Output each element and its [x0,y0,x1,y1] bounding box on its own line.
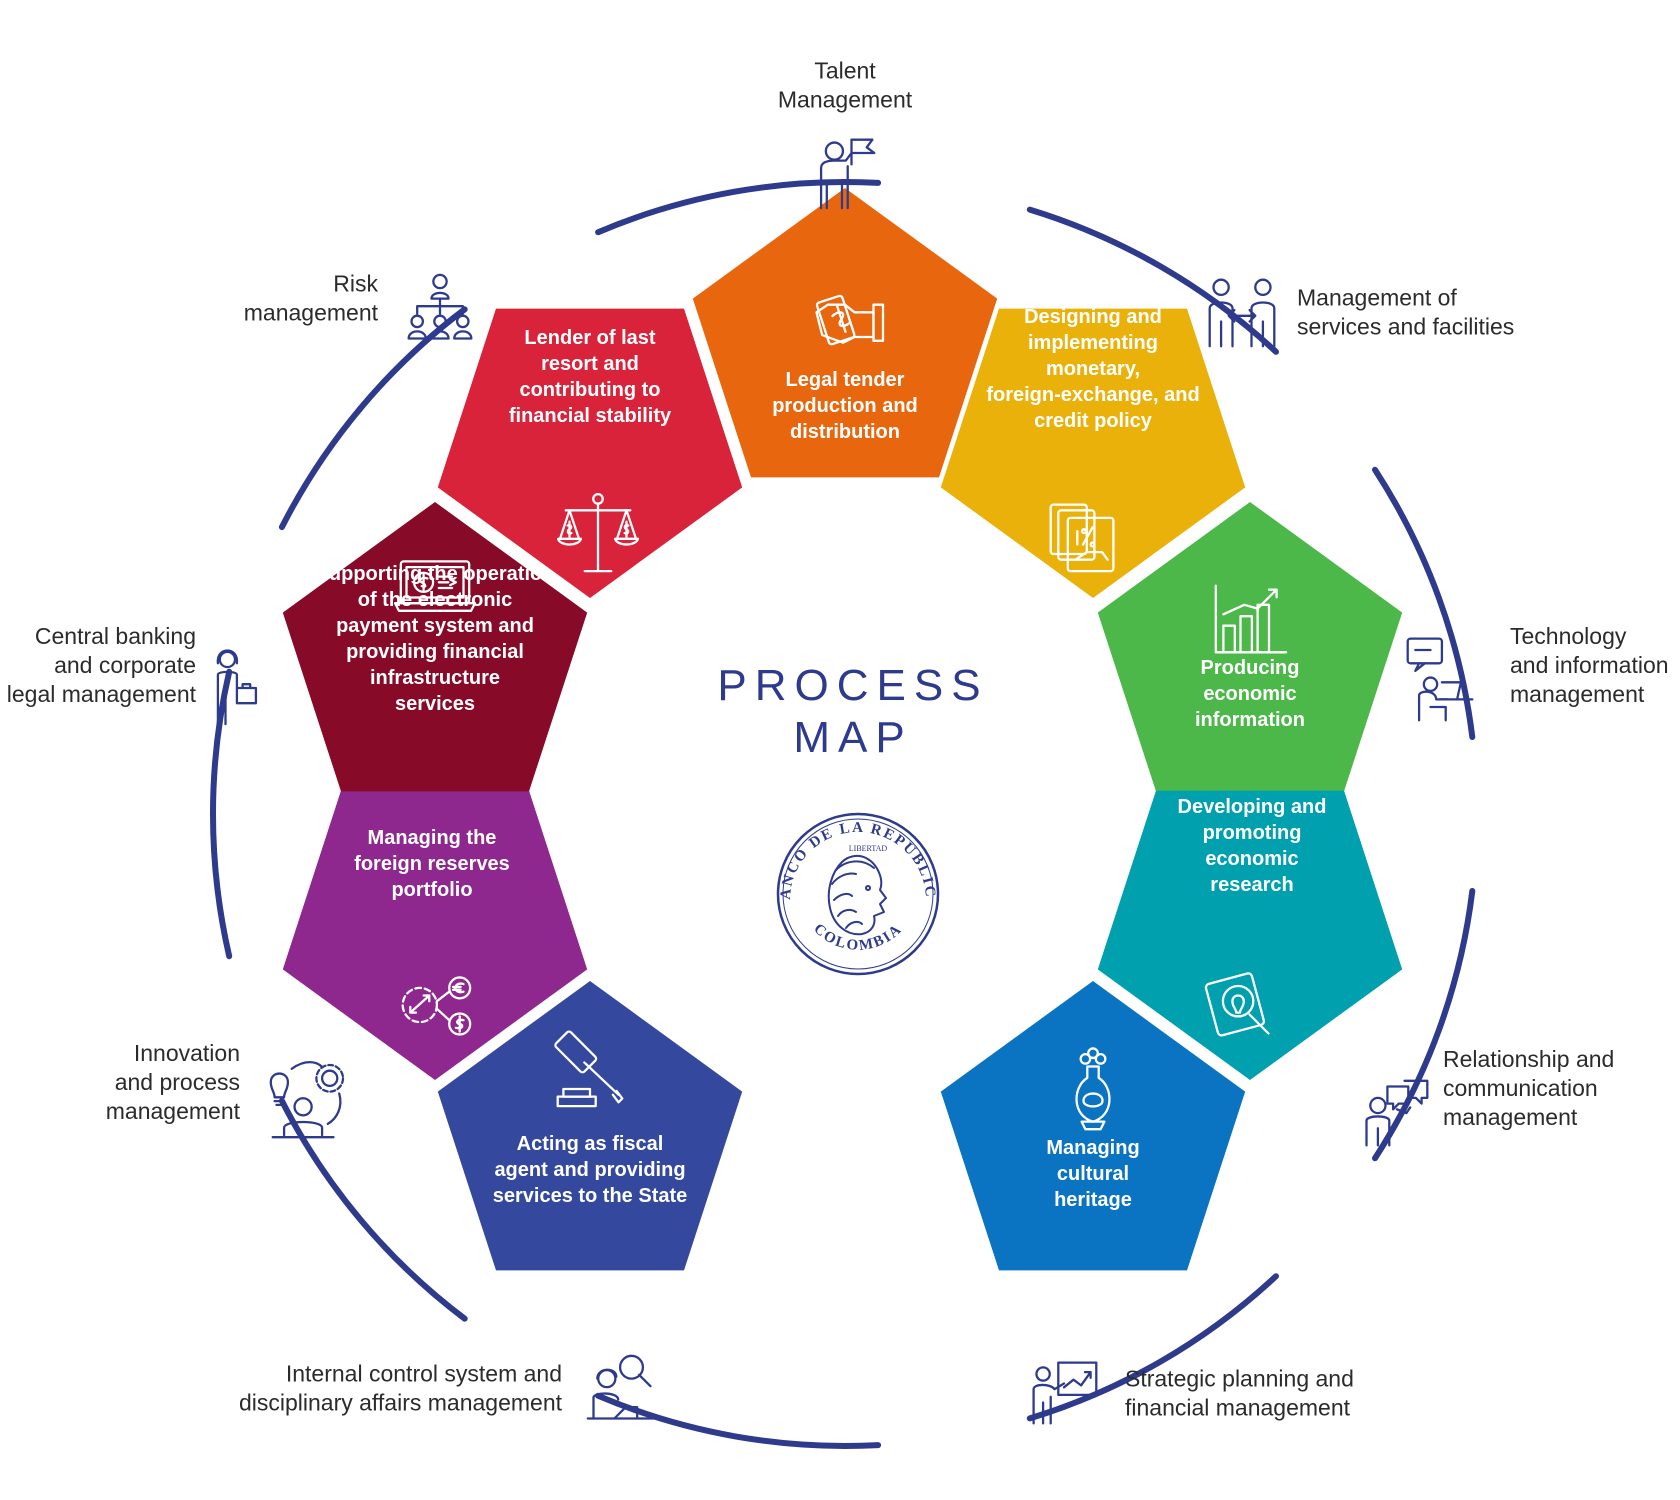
ring-arc-segment [209,668,233,960]
ring-arc-segment [1026,1273,1279,1422]
currency-exchange-icon [401,976,472,1036]
core-pentagon [282,790,588,1080]
research-lightbulb-icon [1204,972,1270,1037]
title-line-2: MAP [793,713,912,762]
bar-chart-icon [1214,584,1288,654]
vase-icon [1075,1047,1111,1131]
core-pentagon [940,308,1246,598]
ring-arc-segment [1372,888,1476,1162]
seal-banner-text: LIBERTAD [849,844,888,853]
laptop-payment-icon [393,560,477,612]
person-briefcase-icon [216,649,258,726]
core-pentagon [940,981,1246,1271]
core-pentagon [1097,502,1403,792]
seal-inner-circle [782,818,934,970]
person-speech-icon [1365,1079,1429,1147]
gavel-icon [554,1030,624,1108]
core-pentagon [282,502,588,792]
core-pentagon [437,981,743,1271]
lightbulb-gear-icon [269,1061,345,1139]
person-board-icon [1032,1361,1098,1425]
core-pentagon [437,308,743,598]
seal-outer-circle [776,812,940,976]
ring-arc-segment [278,306,468,531]
ring-arc-segment [595,1392,882,1449]
person-computer-icon [1406,637,1474,722]
outer-ring [209,179,1476,1449]
person-flag-icon [819,138,876,210]
ring-arc-segment [595,179,882,236]
money-hand-icon [815,294,885,346]
person-magnifier-icon [586,1354,662,1420]
ring-arc-segment [1372,466,1476,740]
center-title: PROCESS MAP [717,661,988,762]
title-line-1: PROCESS [717,661,988,710]
org-chart-icon [407,273,473,340]
core-pentagon [1097,790,1403,1080]
liberty-head-icon [827,854,887,936]
ring-arc-segment [278,1097,468,1322]
two-people-exchange-icon [1208,278,1276,348]
documents-percent-icon [1049,503,1115,573]
seal-bottom-text: COLOMBIA [810,921,905,954]
scales-icon [556,493,640,573]
